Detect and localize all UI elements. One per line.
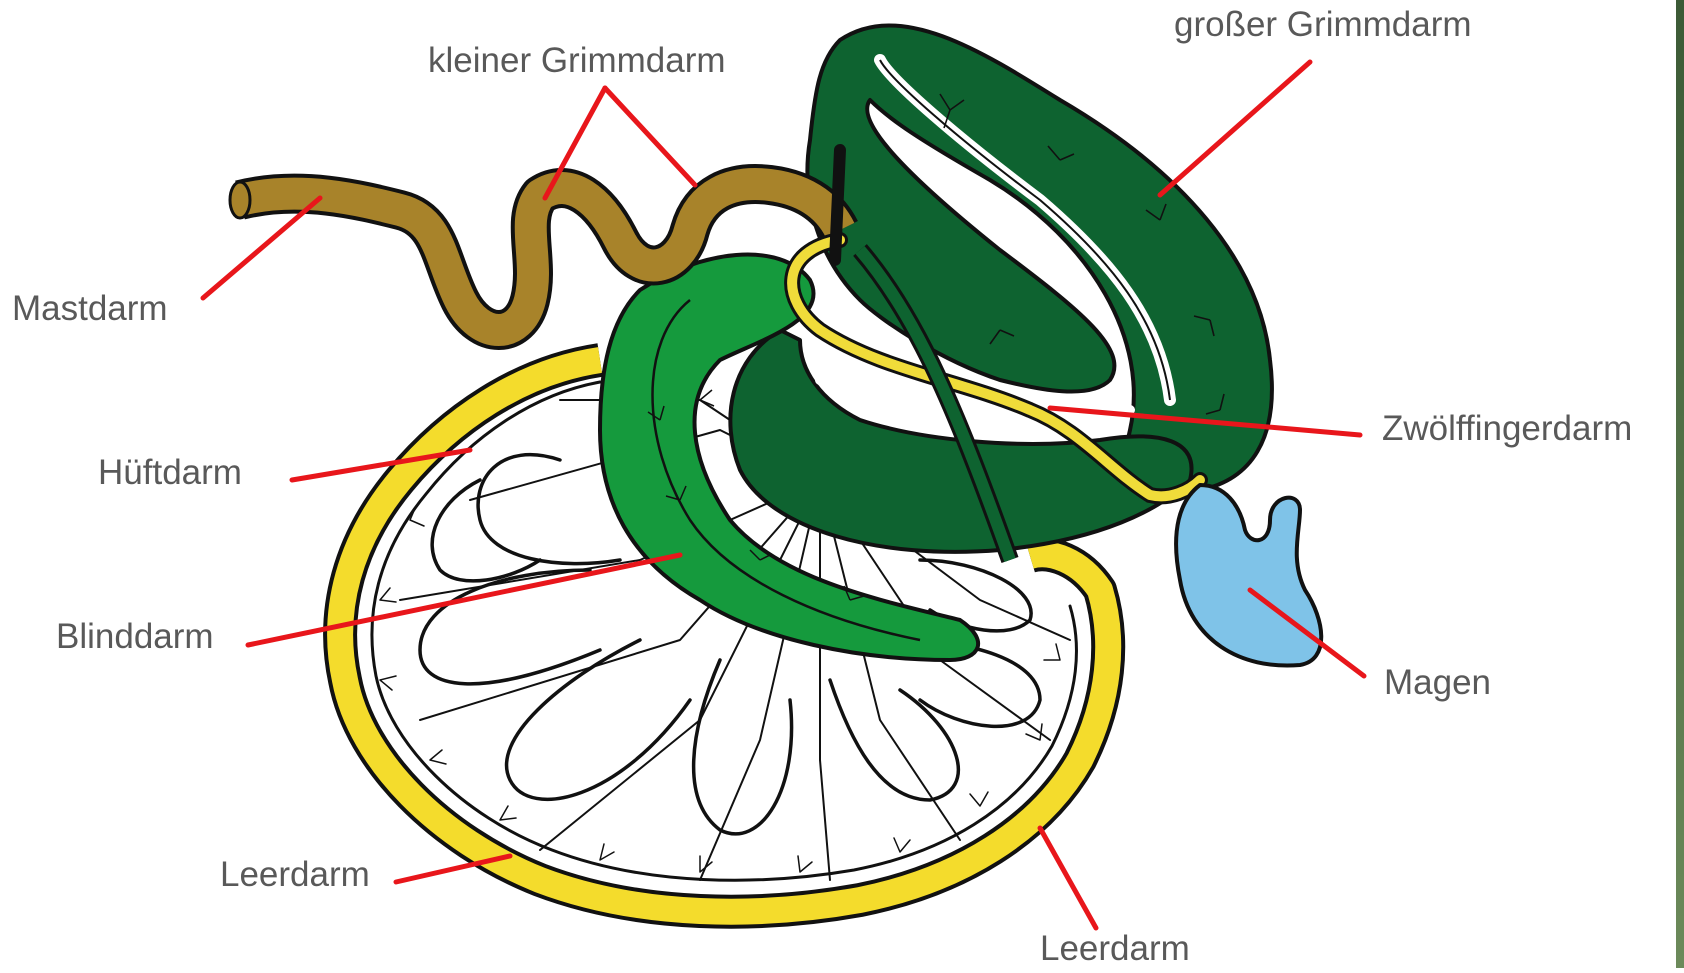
label-magen: Magen [1384, 663, 1491, 702]
leader-leerdarm-bottom [1040, 828, 1096, 928]
label-zwoelffingerdarm: Zwölffingerdarm [1382, 409, 1632, 448]
label-blinddarm: Blinddarm [56, 617, 214, 656]
leader-grosser-grimmdarm [1160, 62, 1310, 195]
leader-kleiner-grimmdarm-b [605, 88, 695, 185]
stomach [1176, 485, 1321, 666]
label-mastdarm: Mastdarm [12, 289, 168, 328]
edge-strip [1676, 0, 1684, 968]
label-hueftdarm: Hüftdarm [98, 453, 242, 492]
label-kleiner-grimmdarm: kleiner Grimmdarm [428, 41, 726, 80]
label-leerdarm-left: Leerdarm [220, 855, 370, 894]
label-leerdarm-bottom: Leerdarm [1040, 929, 1190, 968]
label-grosser-grimmdarm: großer Grimmdarm [1174, 5, 1472, 44]
